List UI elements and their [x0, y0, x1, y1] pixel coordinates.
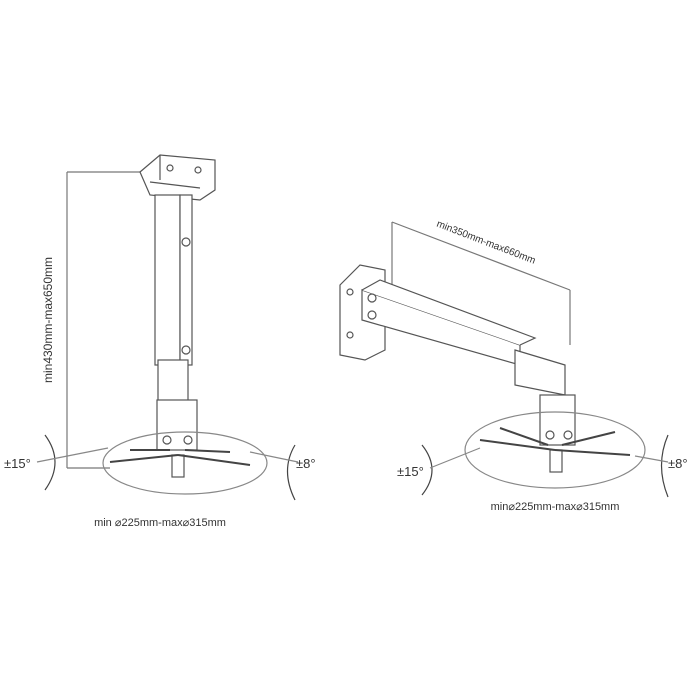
ceiling-mount: min430mm-max650mm ±15° ±8° [4, 154, 316, 529]
wall-projector-head [539, 394, 576, 473]
plate-diameter-label: min ⌀225mm-max⌀315mm [94, 517, 226, 529]
wall-swivel-label: ±8° [668, 456, 688, 471]
tilt-label: ±15° [4, 456, 31, 471]
mounting-plate-range [102, 431, 268, 495]
height-dimension-line [66, 171, 145, 469]
swivel-label: ±8° [296, 456, 316, 471]
length-label: min350mm-max660mm [435, 219, 537, 267]
tilt-rotation-arrow-icon [36, 434, 109, 491]
extension-pole [154, 194, 193, 406]
swivel-rotation-arrow-icon [249, 444, 299, 501]
wall-tilt-label: ±15° [397, 464, 424, 479]
wall-swivel-rotation-arrow-icon [634, 434, 669, 498]
mounting-arms [109, 449, 251, 466]
extension-arm [361, 279, 566, 396]
projector-head [156, 399, 198, 478]
ceiling-plate [139, 154, 216, 201]
wall-mount: min350mm-max660mm ±15° ±8° min⌀2 [339, 219, 688, 513]
height-label: min430mm-max650mm [41, 257, 55, 383]
wall-mounting-plate-range [464, 411, 646, 489]
wall-mounting-arms [479, 427, 631, 456]
wall-tilt-rotation-arrow-icon [421, 444, 481, 496]
wall-plate-diameter-label: min⌀225mm-max⌀315mm [491, 501, 620, 513]
